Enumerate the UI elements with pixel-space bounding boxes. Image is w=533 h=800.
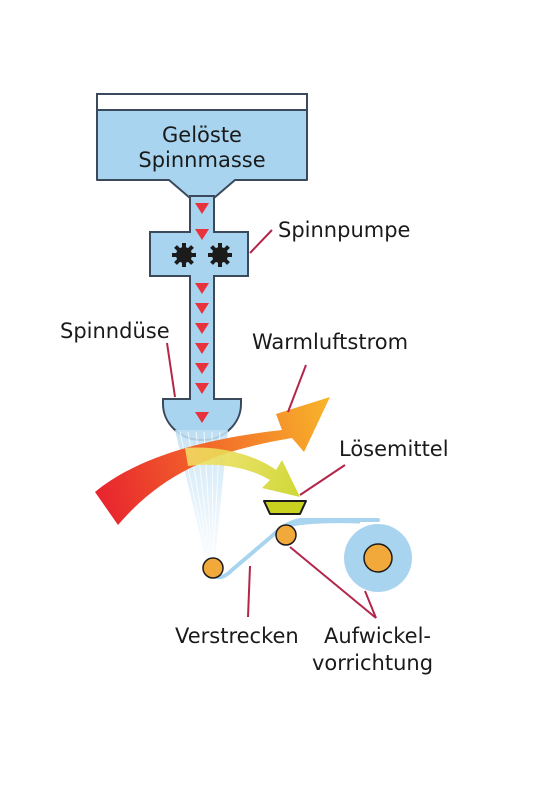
- solvent-arrow: [185, 447, 300, 497]
- label-aufwickel-line2: vorrichtung: [312, 651, 433, 675]
- tank-label-line2: Spinnmasse: [138, 148, 265, 172]
- leader-spinnpumpe: [249, 229, 273, 254]
- flow-arrow-icon: [195, 323, 209, 334]
- leader-lines: [166, 229, 377, 619]
- guide-roller: [275, 524, 297, 546]
- leader-verstrecken: [247, 565, 251, 618]
- label-spinnpumpe: Spinnpumpe: [278, 218, 410, 242]
- label-spinnduese: Spinndüse: [60, 319, 170, 343]
- solvent-tray: [263, 500, 307, 515]
- tank-lid: [96, 93, 308, 111]
- flow-arrows: [195, 203, 209, 423]
- stretching-roller: [202, 557, 224, 579]
- flow-arrow-icon: [195, 383, 209, 394]
- flow-arrow-icon: [195, 303, 209, 314]
- label-loesemittel: Lösemittel: [339, 437, 449, 461]
- spin-pump: [149, 229, 249, 279]
- leader-loesemittel: [299, 464, 346, 496]
- gear-icon: [208, 243, 232, 267]
- flow-arrow-icon: [195, 229, 209, 240]
- flow-arrow-icon: [195, 412, 209, 423]
- flow-arrow-icon: [195, 343, 209, 354]
- flow-arrow-icon: [195, 283, 209, 294]
- gear-icon: [172, 243, 196, 267]
- label-verstrecken: Verstrecken: [175, 624, 299, 648]
- winding-device: [344, 524, 412, 592]
- leader-aufwickel-a: [289, 546, 377, 619]
- label-warmluftstrom: Warmluftstrom: [252, 330, 408, 354]
- flow-arrow-icon: [195, 203, 209, 214]
- flow-arrow-icon: [195, 363, 209, 374]
- label-aufwickel-line1: Aufwickel-: [324, 624, 431, 648]
- leader-aufwickel-b: [364, 590, 377, 619]
- tank-label-line1: Gelöste: [162, 123, 242, 147]
- hot-air-arrow: [95, 397, 330, 525]
- leader-warmluftstrom: [287, 364, 307, 413]
- leader-spinnduese: [166, 342, 176, 398]
